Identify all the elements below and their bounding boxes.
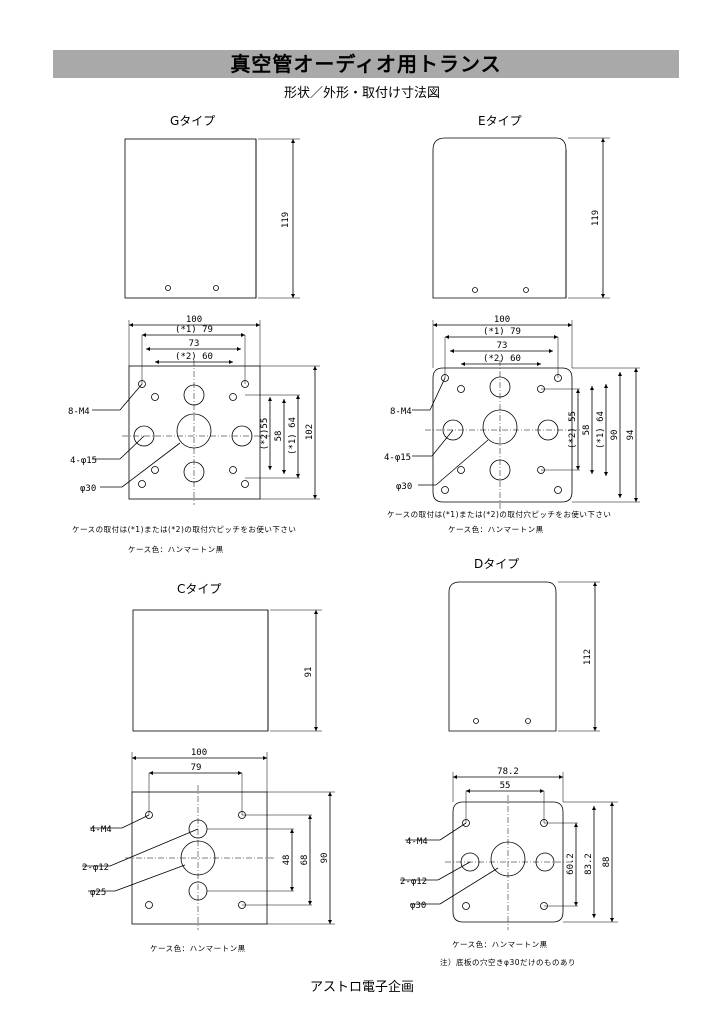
g-side55-dim: (*2)55 [260, 418, 270, 451]
e-front-view [432, 137, 610, 299]
d-side83-dim: 83.2 [584, 853, 594, 875]
g-pitch2-dim: (*2) 60 [175, 352, 213, 362]
d-height-dim: 112 [583, 649, 593, 665]
c-side90-dim: 90 [320, 853, 330, 864]
g-center-label: φ30 [80, 484, 96, 494]
c-bottom-view [82, 752, 335, 930]
d-pitch-dim: 55 [500, 781, 511, 791]
type-c-label: Cタイプ [177, 582, 222, 596]
g-color-note: ケース色：ハンマートン黒 [128, 545, 224, 554]
c-pitch-dim: 79 [191, 763, 202, 773]
c-color-note: ケース色：ハンマートン黒 [150, 944, 246, 953]
d-front-view [448, 581, 600, 732]
e-screw-label: 8-M4 [390, 407, 412, 417]
c-screw-label: 4-M4 [90, 825, 112, 835]
e-side90-dim: 90 [610, 430, 620, 441]
c-side68-dim: 68 [300, 855, 310, 866]
g-side102-dim: 102 [305, 424, 315, 440]
g-front-view [124, 138, 300, 299]
footer-company: アストロ電子企画 [309, 980, 414, 995]
g-pitch73-dim: 73 [189, 339, 200, 349]
g-width-dim: 100 [186, 315, 202, 325]
g-pitch1-dim: (*1) 79 [175, 325, 213, 335]
e-pitch2-dim: (*2) 60 [483, 354, 521, 364]
e-hole-label: 4-φ15 [384, 453, 411, 463]
e-mount-note: ケースの取付は(*1)または(*2)の取付穴ピッチをお使い下さい [387, 510, 612, 519]
c-width-dim: 100 [191, 748, 207, 758]
e-height-dim: 119 [591, 210, 601, 226]
e-center-label: φ30 [396, 482, 412, 492]
d-screw-label: 4-M4 [406, 837, 428, 847]
d-side88-dim: 88 [602, 857, 612, 868]
e-side94-dim: 94 [626, 430, 636, 441]
c-height-dim: 91 [304, 667, 314, 678]
type-e-label: Eタイプ [478, 114, 522, 128]
e-pitch1-dim: (*1) 79 [483, 327, 521, 337]
e-side55-dim: (*2) 55 [568, 411, 578, 449]
title-bar: 真空管オーディオ用トランス [53, 50, 679, 78]
e-bottom-view [412, 320, 640, 510]
g-mount-note: ケースの取付は(*1)または(*2)の取付穴ピッチをお使い下さい [72, 525, 297, 534]
g-side64-dim: (*1) 64 [288, 417, 298, 455]
d-hole-label: 2-φ12 [400, 877, 427, 887]
type-g-label: Gタイプ [170, 114, 216, 128]
c-hole-label: 2-φ12 [82, 863, 109, 873]
type-d-label: Dタイプ [474, 557, 520, 571]
page-subtitle: 形状／外形・取付け寸法図 [283, 86, 440, 101]
g-height-dim: 119 [281, 212, 291, 228]
g-hole-label: 4-φ15 [70, 456, 97, 466]
d-width-dim: 78.2 [497, 767, 519, 777]
g-bottom-view [92, 320, 320, 505]
e-side64-dim: (*1) 64 [596, 411, 606, 449]
d-side60-dim: 60.2 [566, 853, 576, 875]
e-side58-dim: 58 [582, 425, 592, 436]
g-screw-label: 8-M4 [68, 407, 90, 417]
c-side48-dim: 48 [282, 855, 292, 866]
d-extra-note: 注）底板の穴空きφ30だけのものあり [440, 958, 576, 967]
d-center-label: φ30 [410, 901, 426, 911]
e-color-note: ケース色：ハンマートン黒 [448, 525, 544, 534]
d-bottom-view [400, 772, 618, 930]
c-center-label: φ25 [90, 888, 106, 898]
d-color-note: ケース色：ハンマートン黒 [452, 940, 548, 949]
g-side58-dim: 58 [274, 431, 284, 442]
page-title: 真空管オーディオ用トランス [230, 52, 502, 76]
c-front-view [132, 609, 322, 732]
e-pitch73-dim: 73 [497, 341, 508, 351]
e-width-dim: 100 [494, 315, 510, 325]
